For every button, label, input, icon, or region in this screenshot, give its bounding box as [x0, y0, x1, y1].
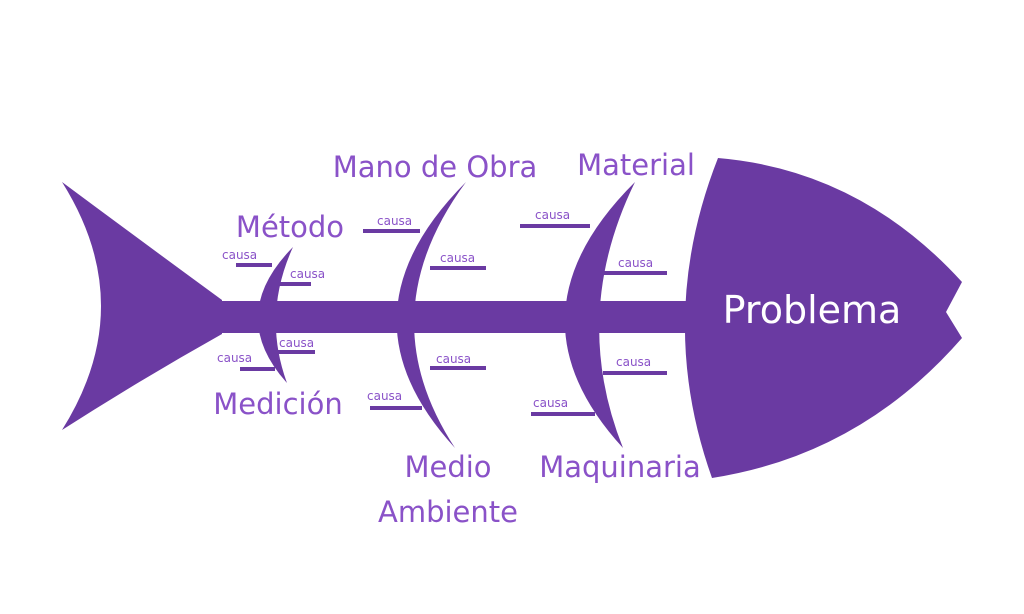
cause-line [430, 366, 486, 370]
category-medicion: Medición [213, 387, 342, 421]
cause-line [520, 224, 590, 228]
cause-line [240, 367, 275, 371]
bone-metodo-medicion [257, 247, 293, 383]
category-metodo: Método [236, 210, 344, 244]
cause-line [531, 412, 595, 416]
fish-tail [62, 182, 222, 430]
cause-label: causa [367, 389, 402, 403]
cause-label: causa [616, 355, 651, 369]
cause-line [275, 282, 311, 286]
category-medio-ambiente-line1: Medio [404, 450, 491, 484]
fish-head [684, 158, 962, 478]
cause-label: causa [377, 214, 412, 228]
category-material: Material [577, 148, 695, 182]
problem-label: Problema [723, 288, 902, 332]
cause-line [430, 266, 486, 270]
cause-line [370, 406, 422, 410]
cause-label: causa [440, 251, 475, 265]
cause-line [603, 371, 667, 375]
bone-material-maquinaria [564, 182, 635, 448]
category-mano-de-obra: Mano de Obra [333, 150, 538, 184]
cause-label: causa [290, 267, 325, 281]
cause-label: causa [436, 352, 471, 366]
cause-line [600, 271, 667, 275]
cause-label: causa [217, 351, 252, 365]
category-maquinaria: Maquinaria [539, 450, 701, 484]
cause-label: causa [618, 256, 653, 270]
cause-label: causa [535, 208, 570, 222]
cause-line [278, 350, 315, 354]
cause-label: causa [533, 396, 568, 410]
cause-label: causa [222, 248, 257, 262]
cause-line [236, 263, 272, 267]
category-medio-ambiente-line2: Ambiente [378, 495, 518, 529]
cause-lines [236, 224, 667, 416]
fish-spine [215, 301, 715, 333]
cause-label: causa [279, 336, 314, 350]
cause-line [363, 229, 420, 233]
bone-mano-obra-medio-ambiente [396, 182, 466, 448]
